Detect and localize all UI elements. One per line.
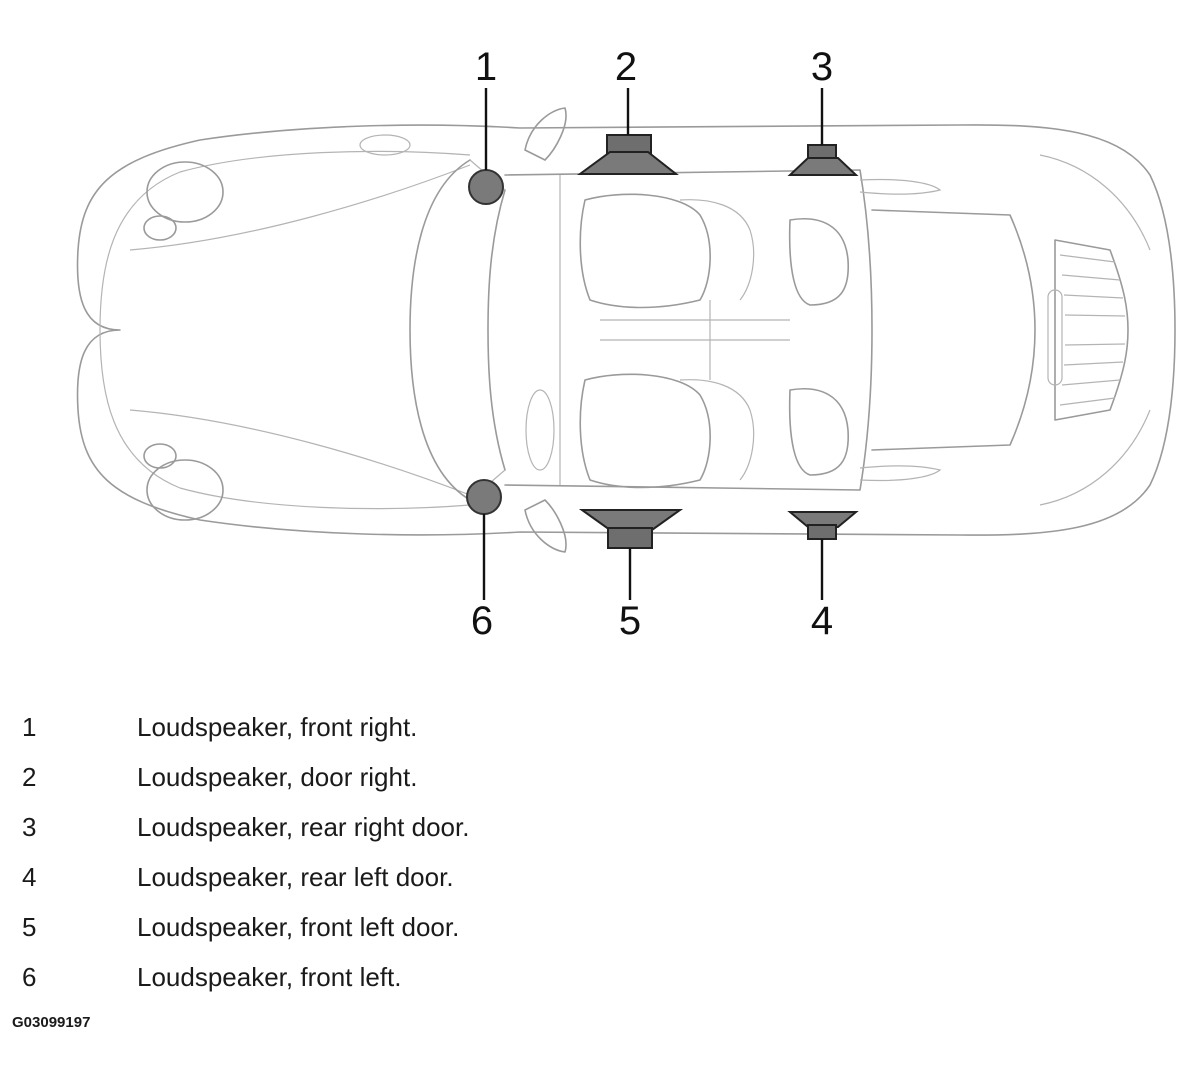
speaker-4-rear-left-door — [787, 511, 859, 540]
legend-number: 2 — [22, 762, 37, 792]
speaker-6-front-left — [466, 479, 502, 515]
callout-2: 2 — [615, 45, 637, 89]
legend-text: Loudspeaker, front left. — [137, 962, 402, 992]
callout-1: 1 — [475, 45, 497, 89]
speaker-5-front-left-door — [578, 509, 684, 549]
legend-row: 4 Loudspeaker, rear left door. — [22, 862, 822, 912]
speaker-1-front-right — [468, 169, 504, 205]
speaker-2-door-right — [576, 134, 679, 175]
legend-number: 4 — [22, 862, 37, 892]
car-speaker-diagram: 1 2 3 4 5 6 — [76, 45, 1176, 643]
legend-number: 5 — [22, 912, 37, 942]
legend-row: 2 Loudspeaker, door right. — [22, 762, 822, 812]
legend-row: 5 Loudspeaker, front left door. — [22, 912, 822, 962]
legend-text: Loudspeaker, door right. — [137, 762, 418, 792]
legend: 1 Loudspeaker, front right. 2 Loudspeake… — [22, 712, 822, 1012]
legend-text: Loudspeaker, rear right door. — [137, 812, 470, 842]
callout-4: 4 — [811, 599, 833, 643]
legend-row: 1 Loudspeaker, front right. — [22, 712, 822, 762]
legend-number: 3 — [22, 812, 37, 842]
speaker-3-rear-right-door — [787, 144, 859, 176]
leader-lines — [482, 88, 824, 600]
legend-row: 6 Loudspeaker, front left. — [22, 962, 822, 1012]
callout-3: 3 — [811, 45, 833, 89]
legend-row: 3 Loudspeaker, rear right door. — [22, 812, 822, 862]
legend-number: 1 — [22, 712, 37, 742]
legend-number: 6 — [22, 962, 37, 992]
callout-5: 5 — [619, 599, 641, 643]
car-outline — [76, 107, 1176, 553]
callout-6: 6 — [471, 599, 493, 643]
legend-text: Loudspeaker, front right. — [137, 712, 418, 742]
legend-text: Loudspeaker, front left door. — [137, 912, 460, 942]
legend-text: Loudspeaker, rear left door. — [137, 862, 454, 892]
figure-id: G03099197 — [12, 1014, 91, 1031]
